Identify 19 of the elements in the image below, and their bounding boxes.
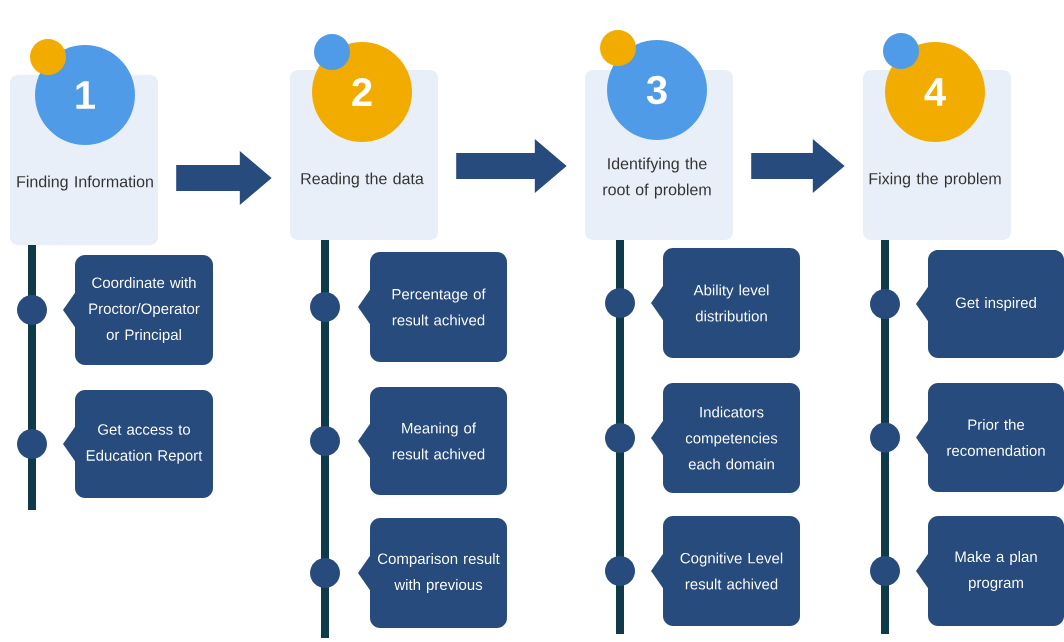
step-title: Finding Information [17, 175, 153, 191]
callout-box: Make a plan program [916, 516, 1064, 626]
callout-box: Get access to Education Report [63, 390, 213, 498]
callout-box: Cognitive Level result achived [651, 516, 800, 626]
number-badge: 1 [35, 45, 135, 145]
step-title: Fixing the problem [869, 172, 1001, 188]
callout-box: Prior the recomendation [916, 383, 1064, 492]
callout-box: Meaning of result achived [358, 387, 507, 495]
callout-box: Indicators competencies each domain [651, 383, 800, 493]
callout-box: Ability level distribution [651, 248, 800, 358]
callout-box: Comparison result with previous [358, 518, 507, 628]
number-badge: 2 [312, 42, 412, 142]
callout-box: Percentage of result achived [358, 252, 507, 362]
step-title: Identifying the root of problem [603, 157, 711, 199]
step-title: Reading the data [301, 172, 424, 188]
number-badge: 4 [885, 42, 985, 142]
callout-box: Coordinate with Proctor/Operator or Principal [63, 255, 213, 365]
callout-box: Get inspired [916, 250, 1064, 358]
number-badge: 3 [607, 40, 707, 140]
